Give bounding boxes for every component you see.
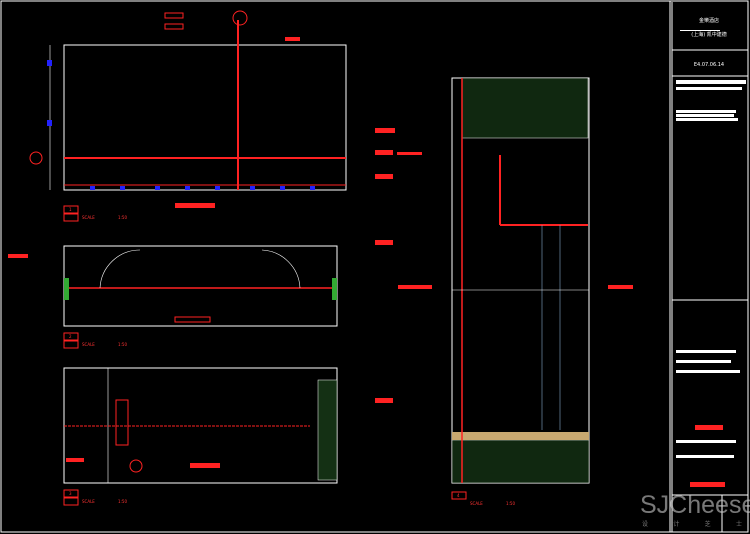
view-1-scale: 1:50 xyxy=(118,215,127,220)
project-subname: (上海) 凯中建德 xyxy=(691,32,727,38)
view-4-detail xyxy=(375,77,633,500)
watermark-char: 芝 xyxy=(704,521,711,528)
watermark-brand: SJCheese xyxy=(640,491,750,519)
watermark-char: 士 xyxy=(735,521,742,528)
view-2-scale-label: SCALE xyxy=(82,342,95,347)
drawing-number: E4.07.06.14 xyxy=(693,62,725,68)
view-2-scale: 1:50 xyxy=(118,342,127,347)
view-1-elevation xyxy=(29,10,347,222)
title-block-text-bars xyxy=(676,80,746,458)
view-2-plan xyxy=(8,245,338,349)
watermark-char: 设 xyxy=(642,521,649,528)
view-3-number: 3 xyxy=(69,491,72,496)
watermark-char: 计 xyxy=(673,521,680,528)
view-3-scale-label: SCALE xyxy=(82,499,95,504)
title-block: 金樂酒店 (上海) 凯中建德 E4.07.06.14 xyxy=(670,0,748,532)
project-name: 金樂酒店 xyxy=(698,18,719,24)
view-3-scale: 1:50 xyxy=(118,499,127,504)
view-2-number: 2 xyxy=(69,334,72,339)
watermark-chars: 设 计 芝 士 xyxy=(642,521,742,528)
title-block-lines xyxy=(669,1,748,532)
view-4-scale-label: SCALE xyxy=(470,501,483,506)
view-3-section xyxy=(63,367,338,506)
view-4-number: 4 xyxy=(457,493,460,498)
view-4-scale: 1:50 xyxy=(506,501,515,506)
view-1-scale-label: SCALE xyxy=(82,215,95,220)
view-1-number: 1 xyxy=(69,207,72,212)
